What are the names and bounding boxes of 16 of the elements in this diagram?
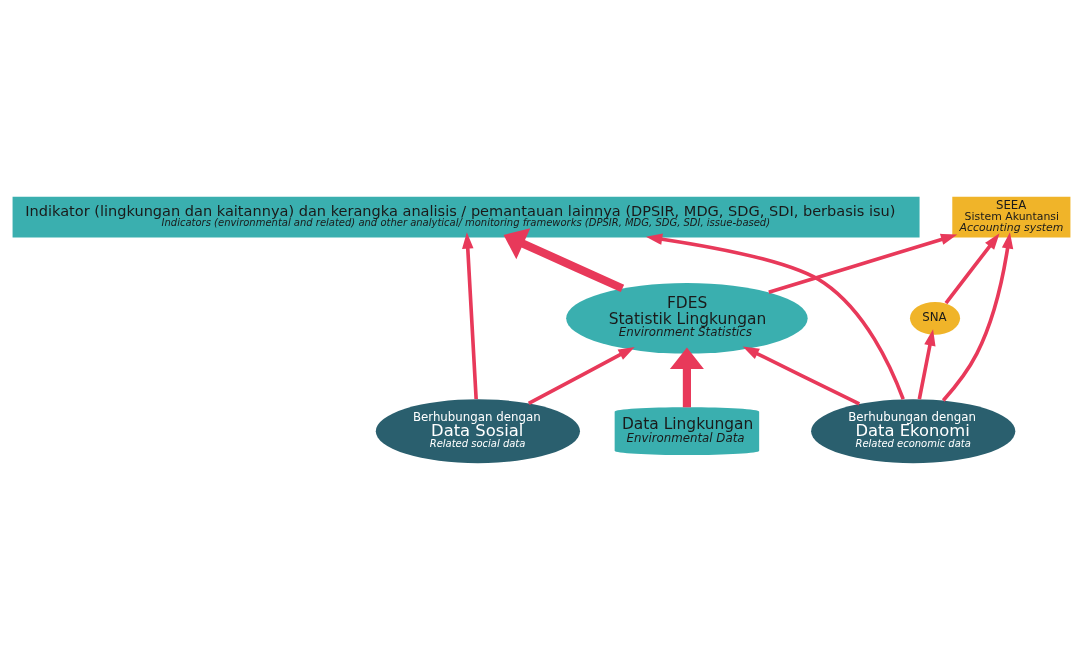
arrow — [941, 232, 1014, 402]
arrow — [527, 346, 635, 405]
arrow — [944, 233, 1000, 305]
arrow — [917, 329, 936, 400]
arrow — [669, 347, 704, 408]
node-ellipse: Berhubungan dengan Data Sosial Related social data — [375, 399, 580, 464]
arrow — [503, 228, 625, 293]
arrow — [742, 346, 861, 406]
arrow — [645, 233, 905, 400]
node-box: SEEA Sistem Akuntansi Accounting system — [952, 196, 1071, 238]
node-box: Indikator (lingkungan dan kaitannya) dan kerangka analisis / pemantauan lainnya (DPSIR, MDG, SDG, SDI, berbasis isu) Indicators (environmental and related) and other analytical/ monitoring frameworks (DPSIR, MDG, SDG, SDI, issue-based) — [12, 196, 920, 238]
node-ellipse: SNA — [909, 301, 961, 335]
node-ellipse: FDES Statistik Lingkungan Environment Statistics — [566, 283, 808, 354]
node-ellipse: Berhubungan dengan Data Ekonomi Related economic data — [811, 399, 1016, 464]
arrow — [462, 232, 478, 400]
arrow — [768, 233, 958, 295]
